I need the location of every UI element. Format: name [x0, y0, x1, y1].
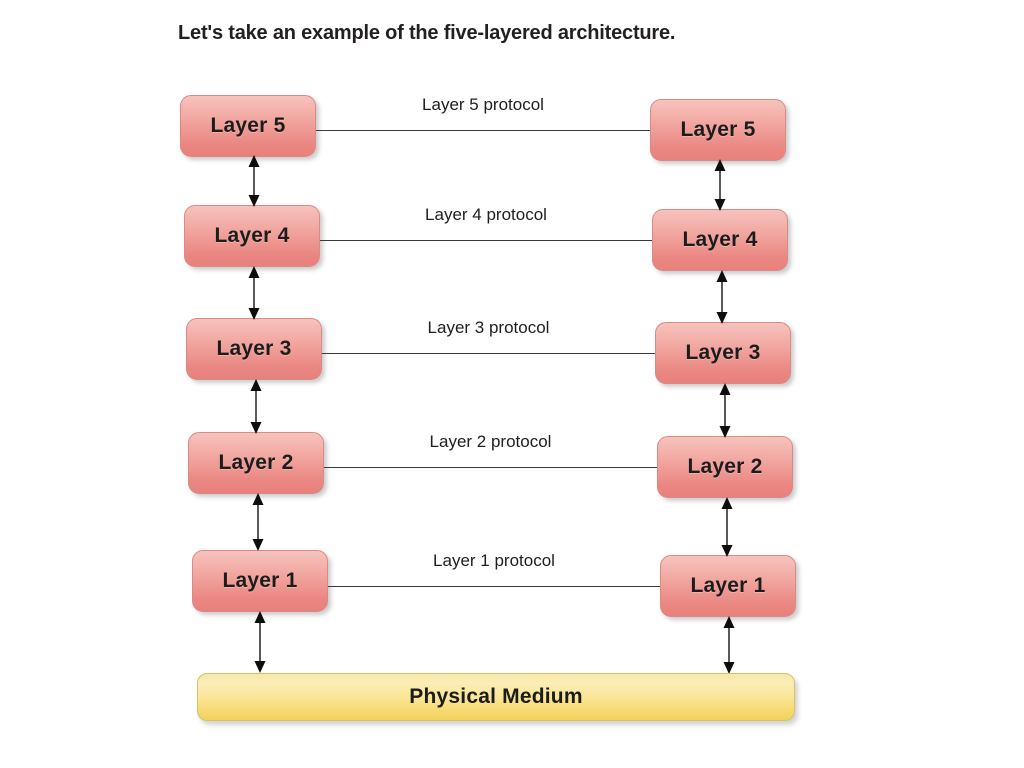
left-layer-1-label: Layer 1: [222, 569, 298, 592]
layer-3-protocol-line: [322, 353, 655, 354]
right-interface-2-1-arrow-icon: [719, 497, 735, 557]
layer-5-protocol-label: Layer 5 protocol: [422, 95, 544, 114]
left-interface-3-2-arrow-icon: [248, 379, 264, 434]
right-interface-3-2-arrow-icon: [717, 383, 733, 438]
right-layer-4-label: Layer 4: [682, 228, 758, 251]
left-layer-2-label: Layer 2: [218, 451, 294, 474]
left-interface-1-medium-arrow-icon: [252, 611, 268, 673]
layer-1-protocol-label: Layer 1 protocol: [433, 551, 555, 570]
right-layer-1-label: Layer 1: [690, 574, 766, 597]
left-interface-5-4-arrow-icon: [246, 155, 262, 207]
left-layer-2-box[interactable]: Layer 2: [188, 432, 324, 494]
layer-4-protocol-line: [320, 240, 652, 241]
left-interface-4-3-arrow-icon: [246, 266, 262, 320]
right-interface-4-3-arrow-icon: [714, 270, 730, 324]
layer-2-protocol-label: Layer 2 protocol: [429, 432, 552, 451]
page-title: Let's take an example of the five-layere…: [178, 22, 676, 44]
right-layer-3-box[interactable]: Layer 3: [655, 322, 791, 384]
right-interface-1-medium-arrow-icon: [721, 616, 737, 674]
layer-2-protocol-line: [324, 467, 657, 468]
right-layer-5-box[interactable]: Layer 5: [650, 99, 786, 161]
physical-medium-bar[interactable]: Physical Medium: [197, 673, 795, 721]
right-layer-1-box[interactable]: Layer 1: [660, 555, 796, 617]
physical-medium-label: Physical Medium: [409, 685, 583, 708]
right-layer-5-label: Layer 5: [680, 118, 756, 141]
left-layer-3-label: Layer 3: [216, 337, 292, 360]
layer-3-protocol-label: Layer 3 protocol: [427, 318, 550, 337]
layer-5-protocol-line: [316, 130, 650, 131]
right-layer-4-box[interactable]: Layer 4: [652, 209, 788, 271]
left-interface-2-1-arrow-icon: [250, 493, 266, 551]
right-layer-3-label: Layer 3: [685, 341, 761, 364]
right-layer-2-box[interactable]: Layer 2: [657, 436, 793, 498]
left-layer-4-box[interactable]: Layer 4: [184, 205, 320, 267]
left-layer-3-box[interactable]: Layer 3: [186, 318, 322, 380]
layer-4-protocol-label: Layer 4 protocol: [425, 205, 547, 224]
layer-1-protocol-line: [328, 586, 660, 587]
left-layer-5-label: Layer 5: [210, 114, 286, 137]
left-layer-1-box[interactable]: Layer 1: [192, 550, 328, 612]
left-layer-4-label: Layer 4: [214, 224, 290, 247]
left-layer-5-box[interactable]: Layer 5: [180, 95, 316, 157]
right-layer-2-label: Layer 2: [687, 455, 763, 478]
right-interface-5-4-arrow-icon: [712, 159, 728, 211]
